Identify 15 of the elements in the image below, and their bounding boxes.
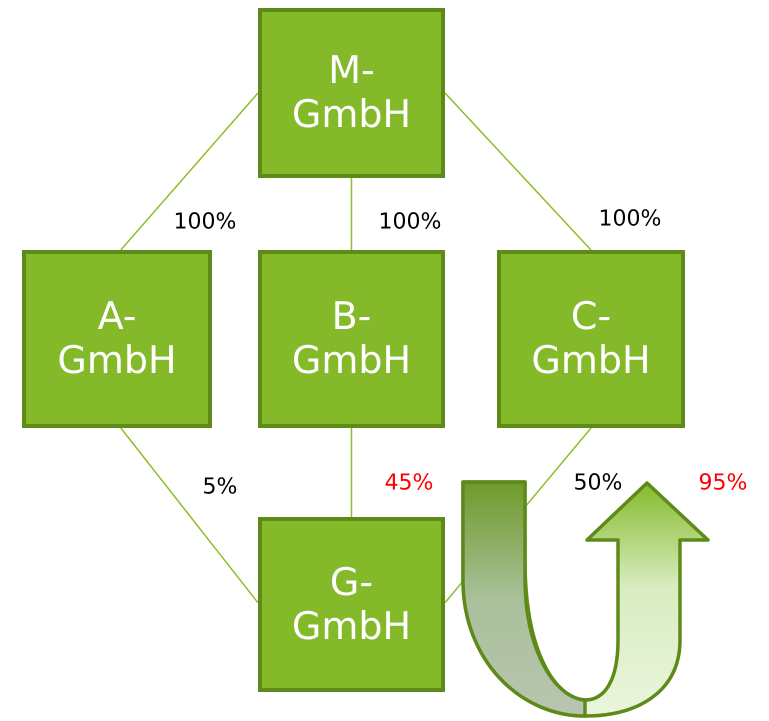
company-box xyxy=(22,250,212,428)
company-box xyxy=(497,250,685,428)
company-name: C- GmbH xyxy=(530,295,652,383)
company-name: A- GmbH xyxy=(56,295,178,383)
connector-line xyxy=(350,428,352,517)
connector-line xyxy=(444,92,592,251)
connector-line xyxy=(350,178,352,250)
company-name: M- GmbH xyxy=(290,49,412,137)
company-name: G- GmbH xyxy=(290,560,412,648)
connector-line xyxy=(120,428,259,604)
connector-line xyxy=(120,92,259,250)
company-box xyxy=(258,517,445,692)
company-box xyxy=(258,8,445,178)
company-box xyxy=(258,250,445,428)
company-name: B- GmbH xyxy=(290,295,412,383)
